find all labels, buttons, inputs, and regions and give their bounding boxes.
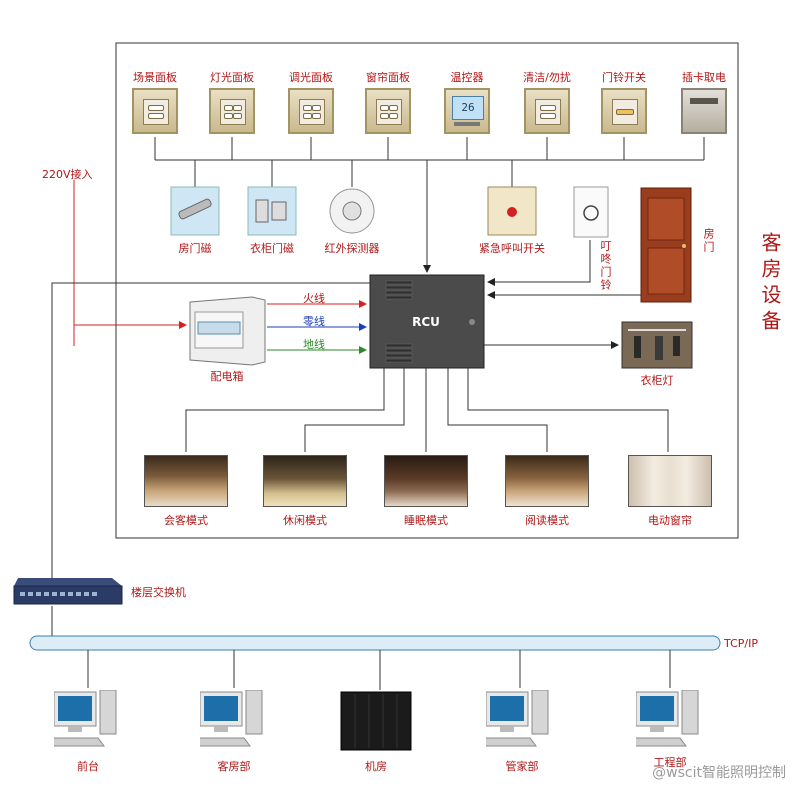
mode-label-curtain: 电动窗帘 bbox=[648, 514, 692, 527]
panel-label-curtain: 窗帘面板 bbox=[366, 71, 410, 84]
pc-butler bbox=[479, 689, 556, 754]
panel-label-doorbell-switch: 门铃开关 bbox=[602, 71, 646, 84]
panel-label-thermostat: 温控器 bbox=[450, 71, 484, 84]
thermostat-panel: 26 bbox=[444, 88, 490, 134]
terminal-label-front-desk: 前台 bbox=[77, 760, 99, 773]
panel-label-scene: 场景面板 bbox=[133, 71, 177, 84]
mode-label-reading: 阅读模式 bbox=[525, 514, 569, 527]
doorbell-label: 叮咚门铃 bbox=[599, 240, 612, 292]
mode-label-reception: 会客模式 bbox=[164, 514, 208, 527]
terminal-label-butler: 管家部 bbox=[505, 760, 539, 773]
emergency-switch-graphic bbox=[487, 186, 537, 236]
terminal-label-server-room: 机房 bbox=[365, 760, 387, 773]
power-input-label: 220V接入 bbox=[42, 168, 93, 181]
floor-switch-label: 楼层交换机 bbox=[131, 586, 186, 599]
doorbell-graphic bbox=[573, 186, 609, 238]
curtain-panel bbox=[365, 88, 411, 134]
sensor-label-infrared: 红外探测器 bbox=[324, 242, 380, 255]
card-power-panel bbox=[681, 88, 727, 134]
fire-wire-label: 火线 bbox=[303, 292, 325, 305]
pc-front-desk bbox=[47, 689, 124, 754]
server-rack-graphic bbox=[340, 691, 412, 751]
distribution-box-graphic bbox=[189, 296, 266, 366]
neutral-wire-label: 零线 bbox=[303, 315, 325, 328]
mode-label-sleep: 睡眠模式 bbox=[404, 514, 448, 527]
rcu-box bbox=[369, 274, 485, 369]
mode-picture-reception bbox=[144, 455, 228, 507]
tcpip-bus bbox=[29, 635, 721, 651]
wardrobe-light-graphic bbox=[621, 321, 693, 369]
wardrobe-magnet-graphic bbox=[247, 186, 297, 236]
room-device-title: 客房设备 bbox=[758, 232, 782, 336]
scene-panel bbox=[132, 88, 178, 134]
panel-label-dimmer: 调光面板 bbox=[289, 71, 333, 84]
light-panel bbox=[209, 88, 255, 134]
mode-picture-reading bbox=[505, 455, 589, 507]
sensor-label-door-magnet: 房门磁 bbox=[178, 242, 212, 255]
terminal-label-engineering: 工程部 bbox=[653, 756, 687, 769]
door-label: 房门 bbox=[702, 228, 715, 254]
mode-picture-curtain bbox=[628, 455, 712, 507]
rcu-label: RCU bbox=[412, 315, 440, 329]
panel-label-light: 灯光面板 bbox=[210, 71, 254, 84]
distribution-box-label: 配电箱 bbox=[210, 370, 244, 383]
dnd-panel bbox=[524, 88, 570, 134]
mode-picture-sleep bbox=[384, 455, 468, 507]
door-magnet-graphic bbox=[170, 186, 220, 236]
wardrobe-light-label: 衣柜灯 bbox=[640, 374, 674, 387]
watermark: @wscit智能照明控制 bbox=[652, 765, 786, 781]
pc-engineering bbox=[629, 689, 706, 754]
floor-switch-graphic bbox=[13, 578, 123, 605]
dimmer-panel bbox=[288, 88, 334, 134]
infrared-detector-graphic bbox=[329, 188, 375, 234]
sensor-label-wardrobe-magnet: 衣柜门磁 bbox=[250, 242, 294, 255]
mode-picture-leisure bbox=[263, 455, 347, 507]
pc-housekeeping bbox=[193, 689, 270, 754]
ground-wire-label: 地线 bbox=[303, 338, 325, 351]
doorbell-switch-panel bbox=[601, 88, 647, 134]
mode-label-leisure: 休闲模式 bbox=[283, 514, 327, 527]
thermostat-display: 26 bbox=[452, 96, 484, 120]
panel-label-card-power: 插卡取电 bbox=[682, 71, 726, 84]
panel-label-dnd: 清洁/勿扰 bbox=[523, 71, 571, 84]
room-frame bbox=[115, 42, 739, 539]
network-bus-label: TCP/IP bbox=[724, 637, 758, 650]
terminal-label-housekeeping: 客房部 bbox=[217, 760, 251, 773]
door-graphic bbox=[640, 187, 692, 303]
sensor-label-emergency: 紧急呼叫开关 bbox=[479, 242, 545, 255]
